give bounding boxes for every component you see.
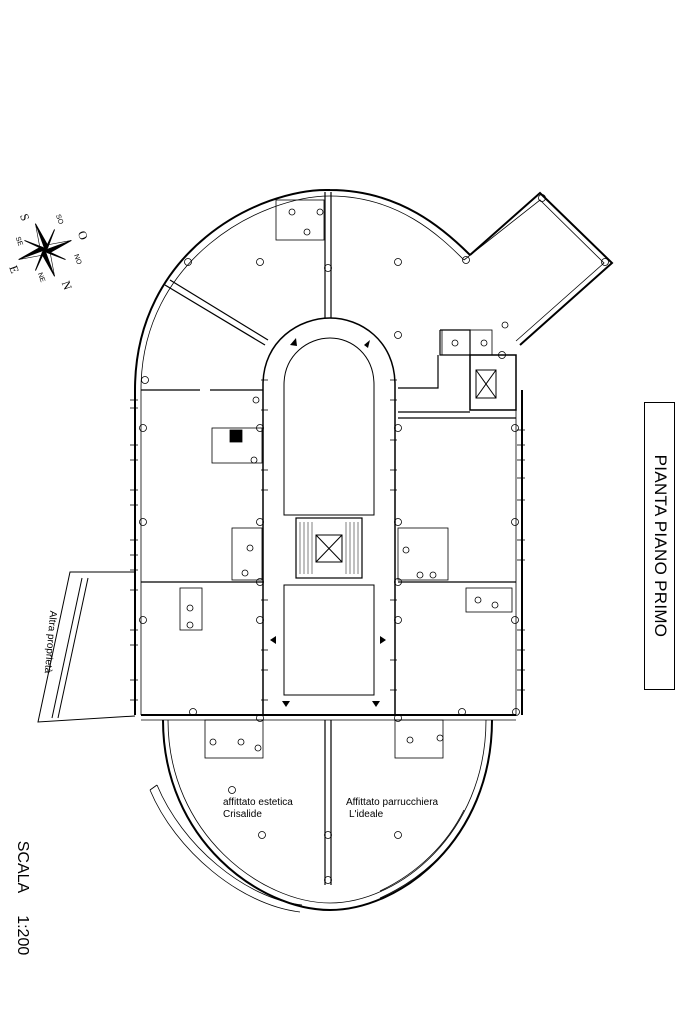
scale-value: 1:200: [14, 915, 31, 956]
unit-left-line1: affittato estetica: [223, 797, 293, 808]
unit-left-label: affittato estetica Crisalide: [223, 797, 293, 821]
central-stair: [295, 517, 363, 579]
neighbor-property: [37, 571, 136, 723]
scale-label: SCALA: [14, 840, 31, 894]
entry-arrows: [270, 338, 386, 707]
outer-wall-right-wing: [469, 191, 614, 346]
unit-left-line2: Crisalide: [223, 809, 262, 820]
unit-right-label: Affittato parrucchiera L'ideale: [346, 797, 438, 821]
canopy-arc: [149, 789, 301, 913]
scale-indicator: SCALA 1:200: [13, 841, 31, 956]
sanitary-fixtures: [186, 208, 509, 752]
drawing-title: PIANTA PIANO PRIMO: [651, 454, 670, 638]
central-atrium: [262, 317, 396, 716]
outer-wall-top-arc: [134, 188, 471, 391]
compass-rose: [18, 223, 72, 277]
atrium-windows: [261, 379, 397, 701]
stair-tower: [469, 354, 517, 411]
lower-wing-arc: [162, 719, 493, 912]
title-frame: [644, 402, 675, 690]
unit-right-line1: Affittato parrucchiera: [346, 797, 439, 808]
columns: [139, 194, 609, 884]
facade-windows-right: [517, 429, 525, 691]
unit-right-line2: L'ideale: [349, 809, 384, 820]
facade-windows-left: [130, 399, 138, 701]
toilet-blocks: [179, 199, 513, 759]
